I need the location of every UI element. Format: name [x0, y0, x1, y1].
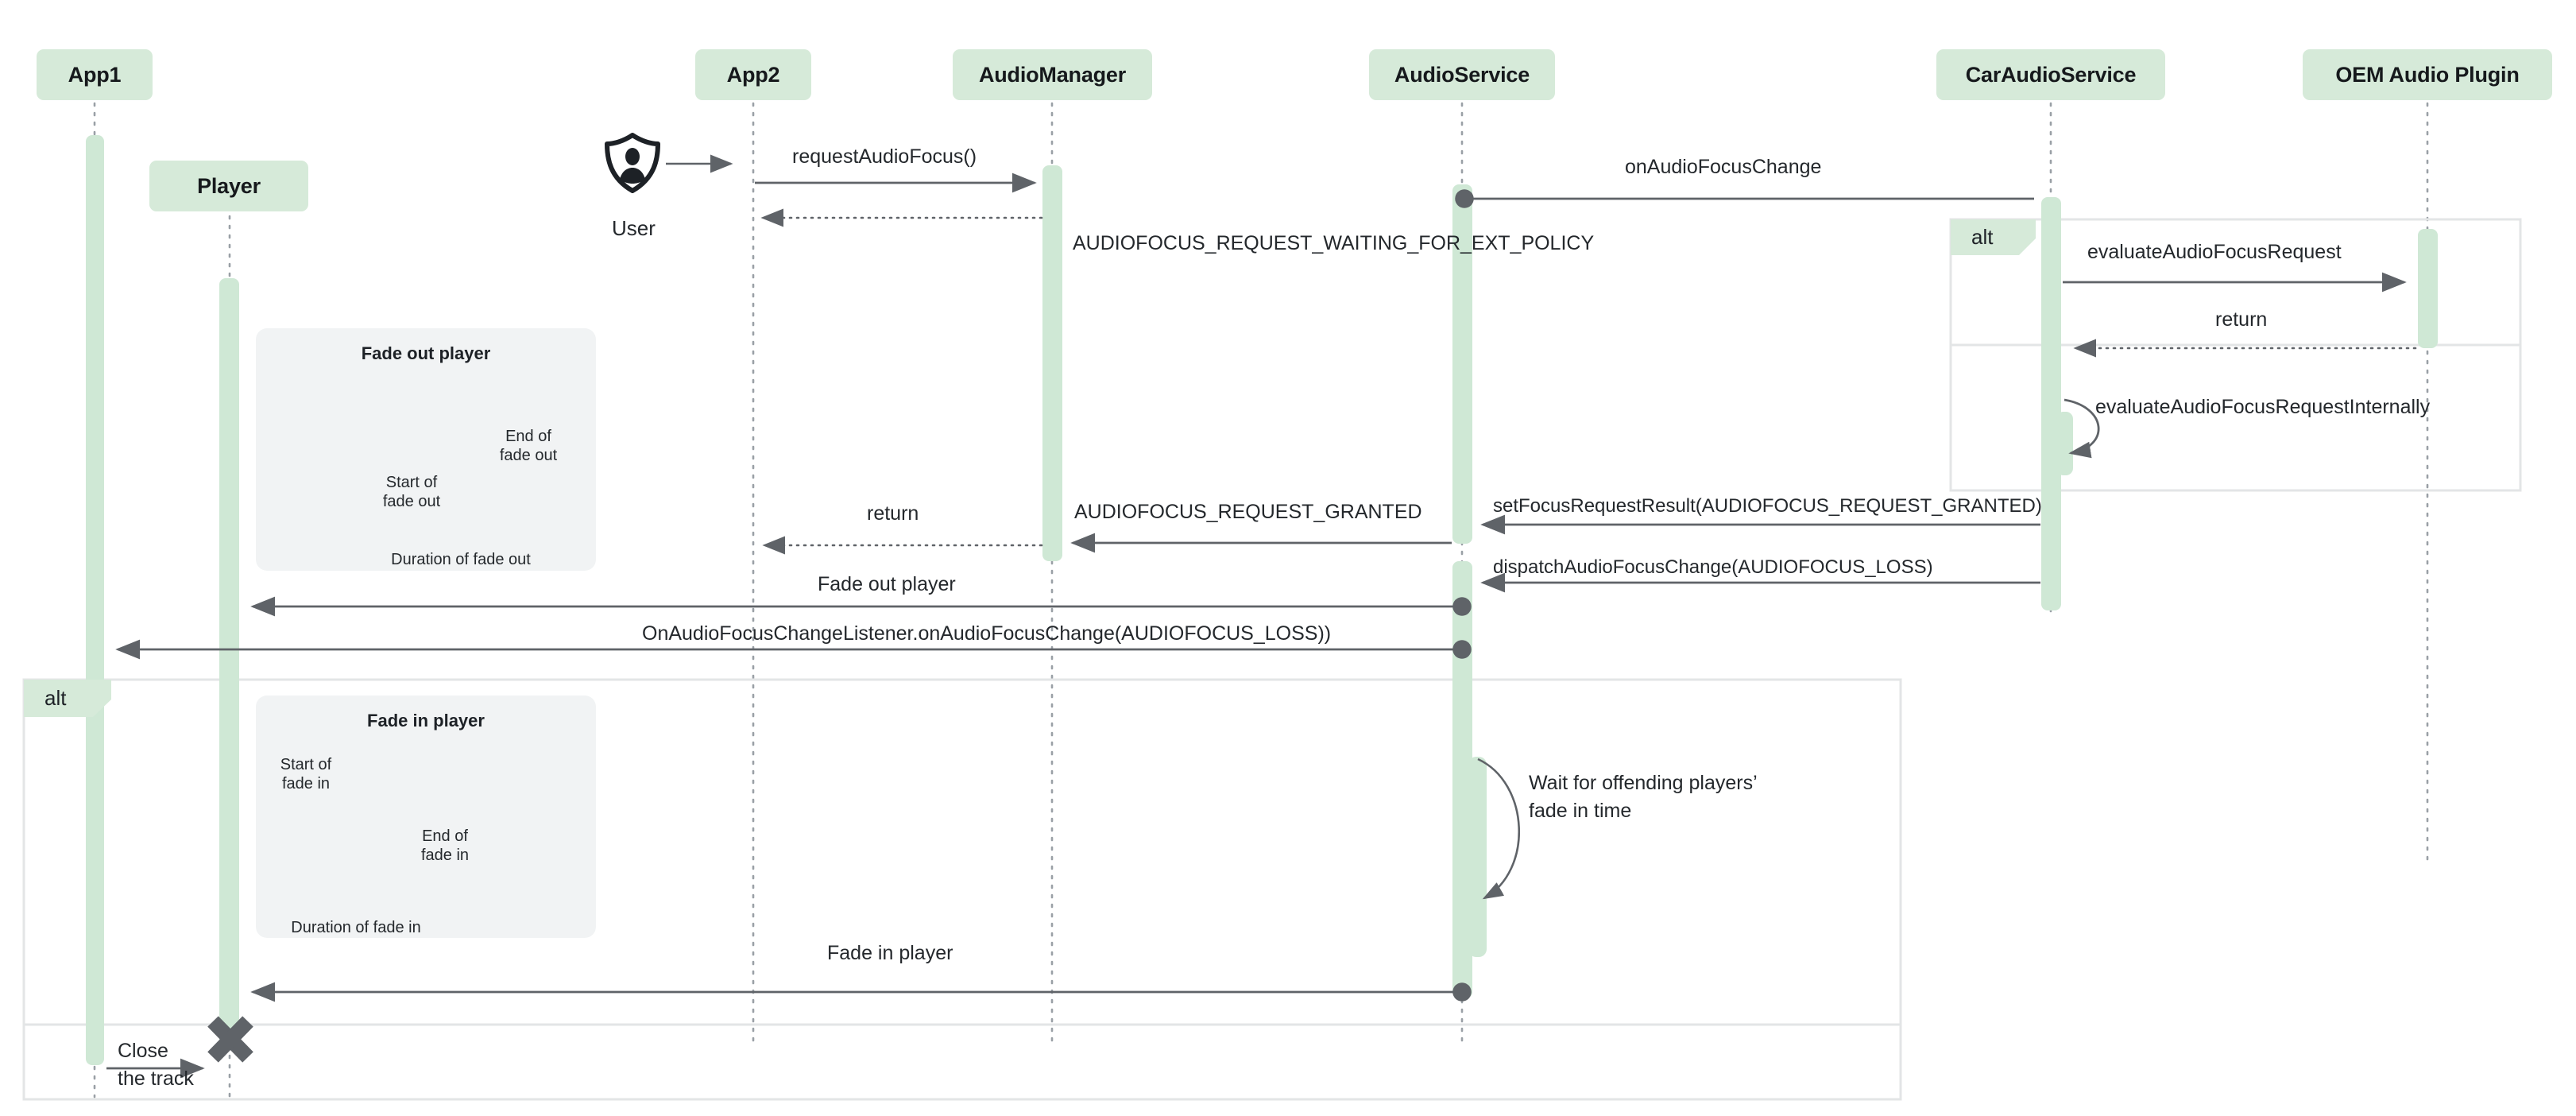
- message-label-dispatchAudioFocusChange: dispatchAudioFocusChange(AUDIOFOCUS_LOSS…: [1493, 556, 1933, 578]
- alt-label-shapes: [24, 219, 2036, 717]
- message-label-evaluateAudioFocusRequestInternally: evaluateAudioFocusRequestInternally: [2095, 396, 2431, 418]
- fade-out-duration-label: Duration of fade out: [391, 551, 531, 568]
- participant-oemaudioplugin-label: OEM Audio Plugin: [2335, 62, 2520, 87]
- message-label-AUDIOFOCUS_REQUEST_GRANTED: AUDIOFOCUS_REQUEST_GRANTED: [1074, 501, 1422, 523]
- participant-player-label: Player: [197, 173, 261, 198]
- message-label-fade-in-player: Fade in player: [827, 942, 953, 964]
- participant-app2[interactable]: App2: [695, 49, 811, 100]
- note-wait-line1: Wait for offending players’: [1529, 772, 1758, 794]
- participant-audioservice-label: AudioService: [1394, 62, 1530, 87]
- message-label-waiting-for-ext-policy: AUDIOFOCUS_REQUEST_WAITING_FOR_EXT_POLIC…: [1073, 232, 1595, 254]
- message-label-setFocusRequestResult: setFocusRequestResult(AUDIOFOCUS_REQUEST…: [1493, 495, 2042, 517]
- participant-caraudioservice-label: CarAudioService: [1965, 62, 2137, 87]
- alt-label-bottom: alt: [24, 680, 103, 717]
- fade-in-chart: [256, 696, 596, 938]
- fade-in-chart-title: Fade in player: [367, 711, 485, 730]
- message-label-onAudioFocusChangeListener: OnAudioFocusChangeListener.onAudioFocusC…: [642, 622, 1332, 645]
- participant-app1[interactable]: App1: [37, 49, 153, 100]
- shield-person-icon: [605, 133, 660, 193]
- activation-bars: [86, 135, 2438, 1065]
- actor-user-label: User: [612, 216, 656, 240]
- alt-label-top-text: alt: [1971, 225, 1994, 249]
- participant-caraudioservice[interactable]: CarAudioService: [1936, 49, 2165, 100]
- message-label-evaluateAudioFocusRequest: evaluateAudioFocusRequest: [2087, 241, 2342, 263]
- message-label-onAudioFocusChange: onAudioFocusChange: [1625, 156, 1822, 178]
- alt-frame-top: [1949, 218, 2522, 492]
- participant-audiomanager-label: AudioManager: [978, 62, 1127, 87]
- participant-app1-label: App1: [68, 62, 122, 87]
- message-label-return-oem: return: [2215, 308, 2268, 331]
- note-close-line1: Close: [118, 1040, 168, 1062]
- participant-audiomanager[interactable]: AudioManager: [953, 49, 1152, 100]
- note-wait-line2: fade in time: [1529, 800, 1632, 822]
- participant-player[interactable]: Player: [149, 161, 308, 211]
- message-label-fade-out-player: Fade out player: [818, 573, 956, 595]
- message-label-requestAudioFocus: requestAudioFocus(): [792, 145, 977, 168]
- fade-out-chart-title: Fade out player: [361, 343, 491, 363]
- participant-app2-label: App2: [726, 62, 780, 87]
- participant-audioservice[interactable]: AudioService: [1369, 49, 1555, 100]
- destroy-marker-icon: [207, 1016, 253, 1063]
- alt-label-bottom-text: alt: [44, 686, 67, 710]
- fade-in-duration-label: Duration of fade in: [291, 919, 421, 936]
- fragment-frames: [22, 218, 2522, 1101]
- message-label-return-audiomanager: return: [867, 502, 919, 525]
- alt-label-top: alt: [1951, 219, 2030, 255]
- note-close-line2: the track: [118, 1068, 194, 1090]
- participant-oemaudioplugin[interactable]: OEM Audio Plugin: [2303, 49, 2552, 100]
- fade-out-chart: [256, 328, 596, 571]
- message-arrows: [106, 154, 2417, 1079]
- alt-frame-bottom: [22, 678, 1902, 1101]
